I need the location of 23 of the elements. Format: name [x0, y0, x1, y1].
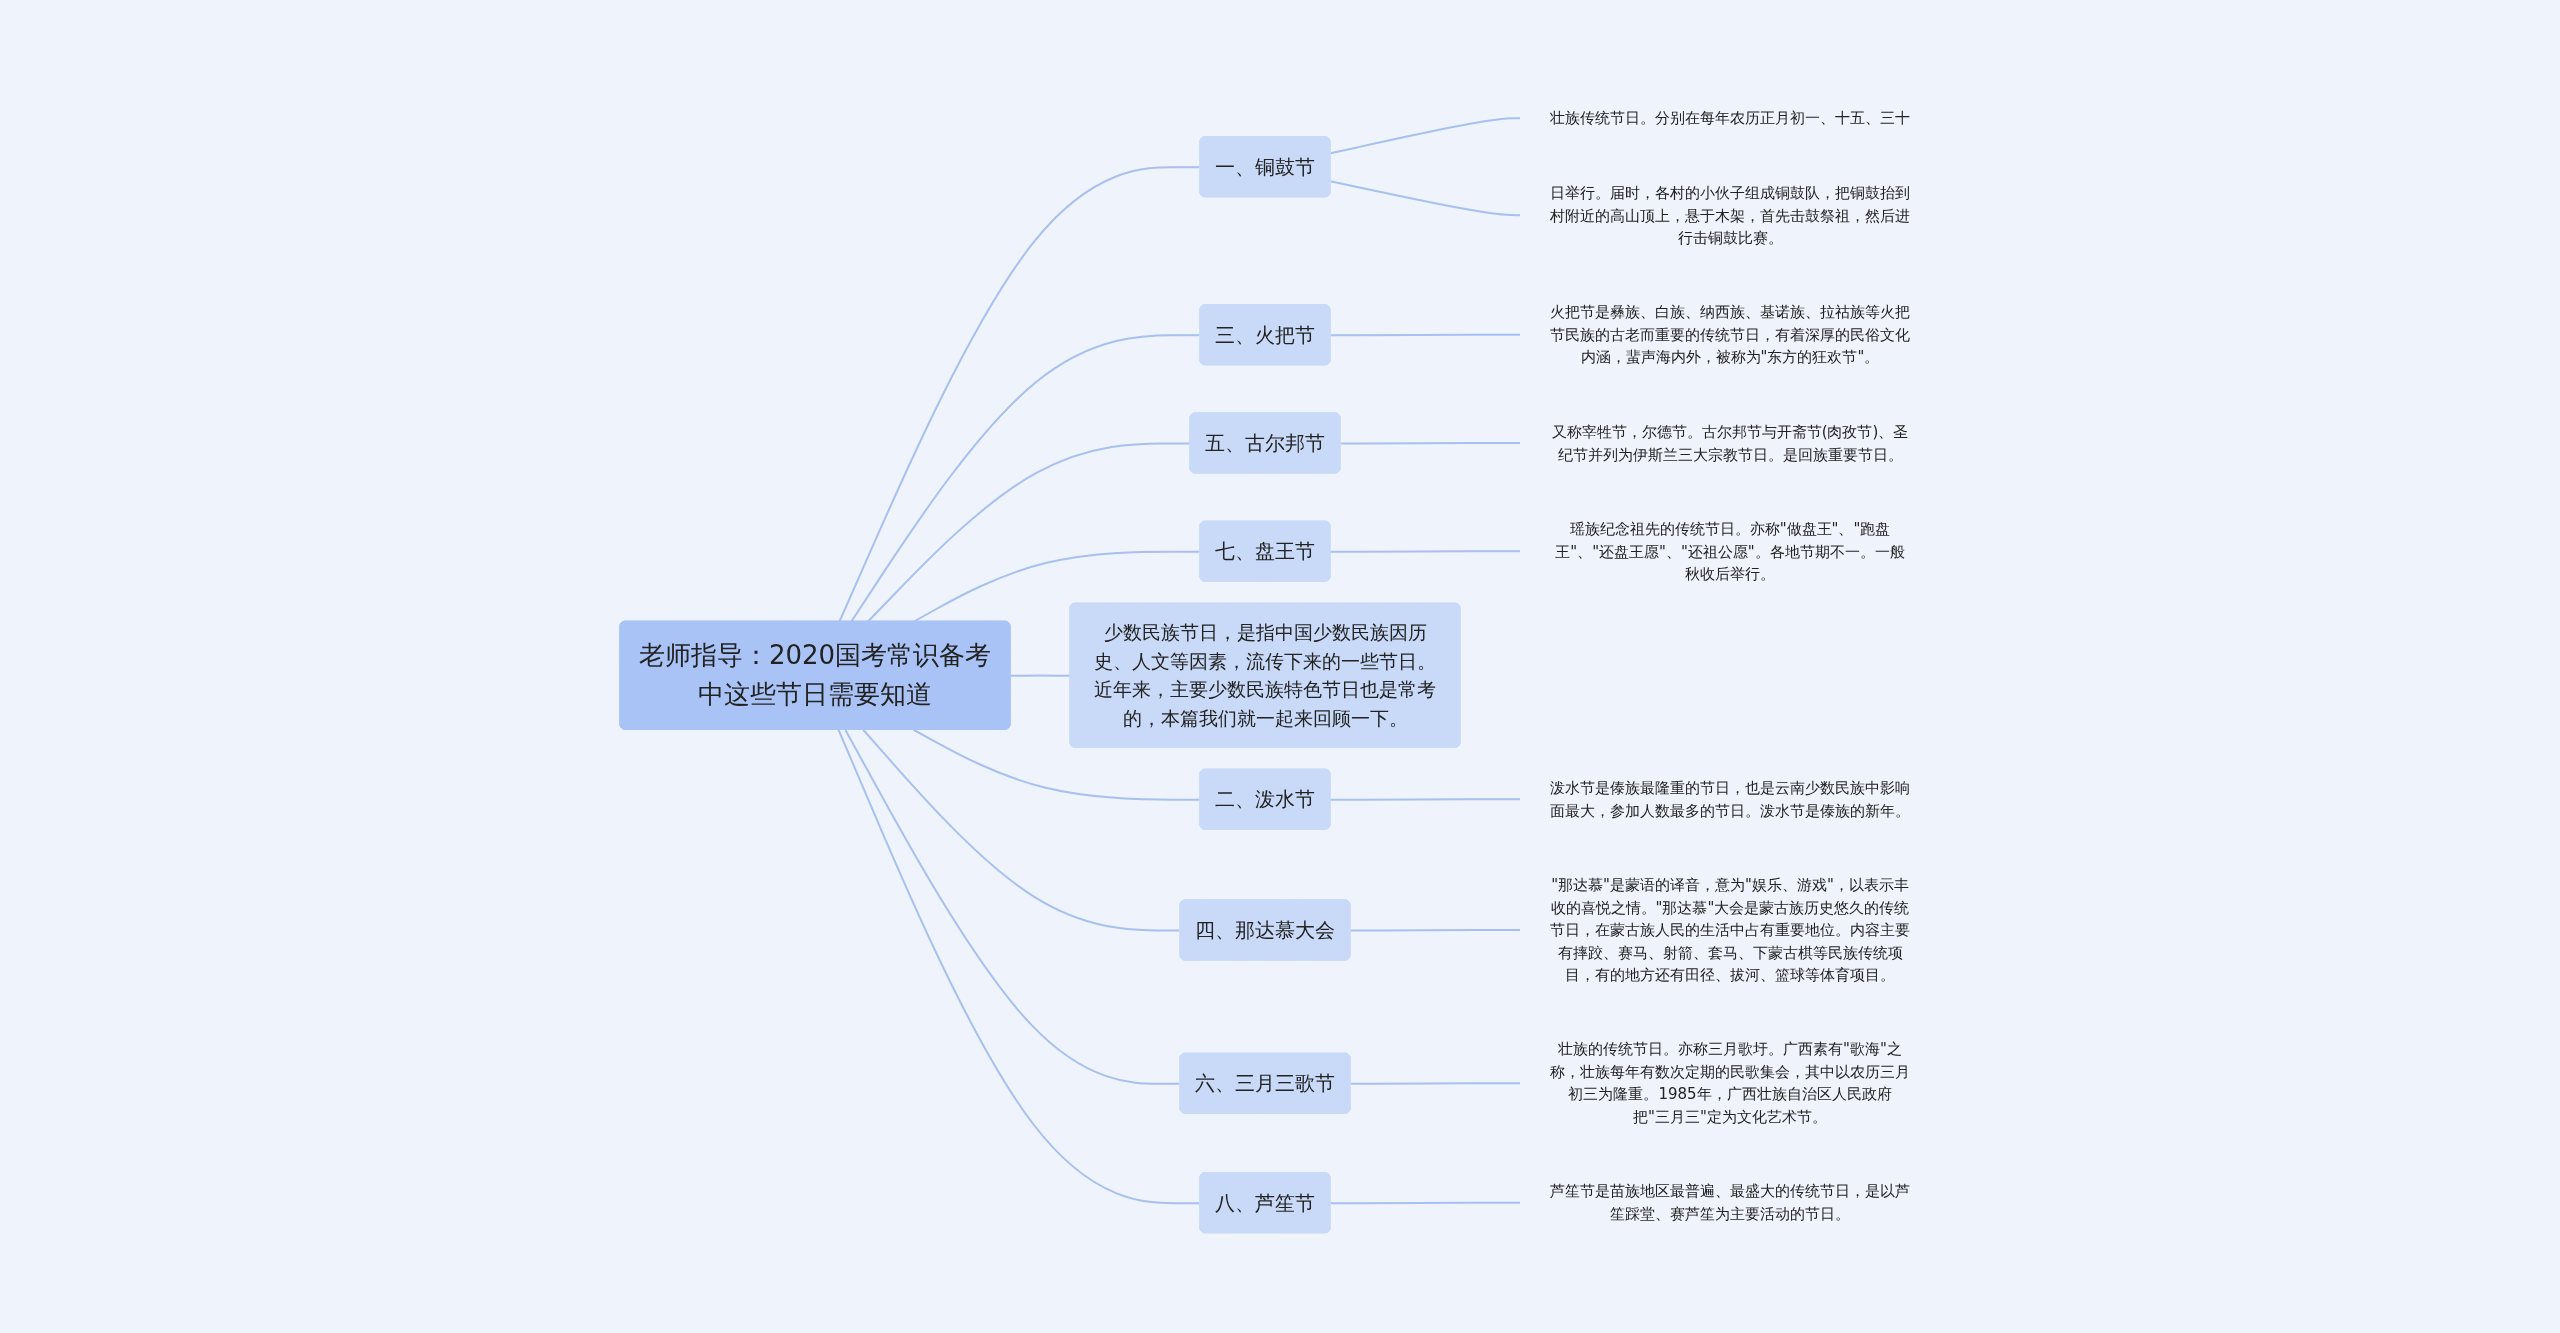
- connector: [1329, 334, 1521, 337]
- connector: [1329, 798, 1521, 802]
- connector: [1009, 674, 1072, 678]
- node-text: 瑶族纪念祖先的传统节日。亦称"做盘王"、"跑盘王"、"还盘王愿"、"还祖公愿"。各地节期不一。一般秋收后举行。: [1555, 519, 1905, 583]
- connector: [862, 729, 1182, 932]
- connector: [1329, 117, 1521, 155]
- node-text: 日举行。届时，各村的小伙子组成铜鼓队，把铜鼓抬到村附近的高山顶上，悬于木架，首先击鼓祭祖，然后进行击铜鼓比赛。: [1550, 183, 1910, 247]
- node-text: 又称宰牲节，尔德节。古尔邦节与开斋节(肉孜节)、圣纪节并列为伊斯兰三大宗教节日。是回族重要节日。: [1551, 422, 1909, 464]
- node-text: 火把节是彝族、白族、纳西族、基诺族、拉祜族等火把节民族的古老而重要的传统节日，有着深厚的民俗文化内涵，蜚声海内外，被称为"东方的狂欢节"。: [1550, 303, 1910, 367]
- node-text: 芦笙节是苗族地区最普遍、最盛大的传统节日，是以芦笙踩堂、赛芦笙为主要活动的节日。: [1550, 1182, 1910, 1224]
- node-text: "那达慕"是蒙语的译音，意为"娱乐、游戏"，以表示丰收的喜悦之情。"那达慕"大会是蒙古族历史悠久的传统节日，在蒙古族人民的生活中占有重要地位。内容主要有摔跤、赛马、射箭、套马、下蒙古棋等民族传统项目，有的地方还有田径、拔河、篮球等体育项目。: [1550, 876, 1910, 985]
- connector: [1349, 929, 1521, 932]
- connector: [1329, 1202, 1521, 1205]
- connector: [844, 729, 1182, 1086]
- connector: [837, 729, 1202, 1205]
- connector: [1339, 442, 1521, 445]
- connector: [912, 729, 1202, 802]
- connector: [1329, 180, 1521, 217]
- connector: [1349, 1082, 1521, 1086]
- connector: [1329, 550, 1521, 554]
- node-text: 泼水节是傣族最隆重的节日，也是云南少数民族中影响面最大，参加人数最多的节日。泼水节是傣族的新年。: [1550, 779, 1910, 820]
- node-text: 壮族的传统节日。亦称三月歌圩。广西素有"歌海"之称，壮族每年有数次定期的民歌集会，其中以农历三月初三为隆重。1985年，广西壮族自治区人民政府把"三月三"定为文化艺术节。: [1550, 1040, 1910, 1127]
- node-text: 壮族传统节日。分别在每年农历正月初一、十五、三十: [1550, 109, 1910, 128]
